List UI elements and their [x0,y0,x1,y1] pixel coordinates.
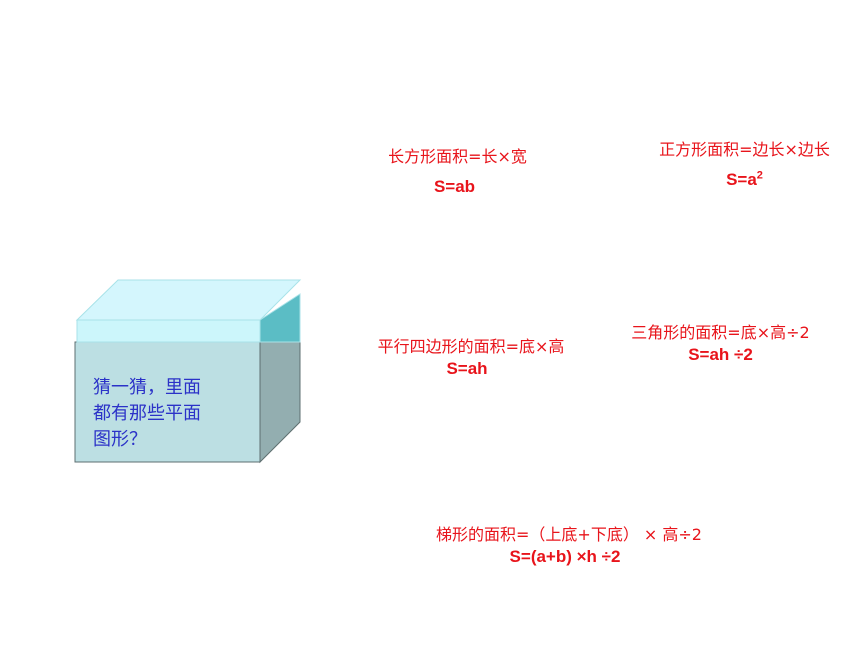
box-illustration [74,279,302,464]
triangle-formula-equation: S=ah ÷2 [688,345,753,364]
box-caption-line-3: 图形？ [93,429,147,450]
box-caption: 猜一猜，里面 都有那些平面 图形？ [93,375,253,453]
triangle-formula: 三角形的面积=底×高÷2 S=ah ÷2 [613,322,828,366]
square-formula: 正方形面积=边长×边长 S=a2 [642,139,847,191]
parallelogram-formula: 平行四边形的面积=底×高 S=ah [360,336,582,380]
box-lid-top [75,279,302,321]
box-front-face [74,341,261,463]
rectangle-formula-label: 长方形面积=长×宽 [388,147,527,166]
trapezoid-formula-label: 梯形的面积=（上底+下底） × 高÷2 [436,525,702,544]
box-caption-line-1: 猜一猜，里面 [93,377,201,398]
square-formula-equation-base: S=a [726,170,757,189]
trapezoid-formula-equation: S=(a+b) ×h ÷2 [509,547,621,566]
box-caption-line-2: 都有那些平面 [93,403,201,424]
rectangle-formula-equation: S=ab [433,177,476,196]
square-formula-label: 正方形面积=边长×边长 [659,140,830,159]
parallelogram-formula-equation: S=ah [446,359,488,378]
parallelogram-formula-label: 平行四边形的面积=底×高 [377,337,565,356]
rectangle-formula: 长方形面积=长×宽 S=ab [375,146,540,198]
square-formula-equation-exponent: 2 [756,169,763,182]
square-formula-equation: S=a2 [642,169,847,191]
triangle-formula-label: 三角形的面积=底×高÷2 [631,323,810,342]
trapezoid-formula: 梯形的面积=（上底+下底） × 高÷2 S=(a+b) ×h ÷2 [410,524,728,568]
box-lid-front [76,319,261,343]
